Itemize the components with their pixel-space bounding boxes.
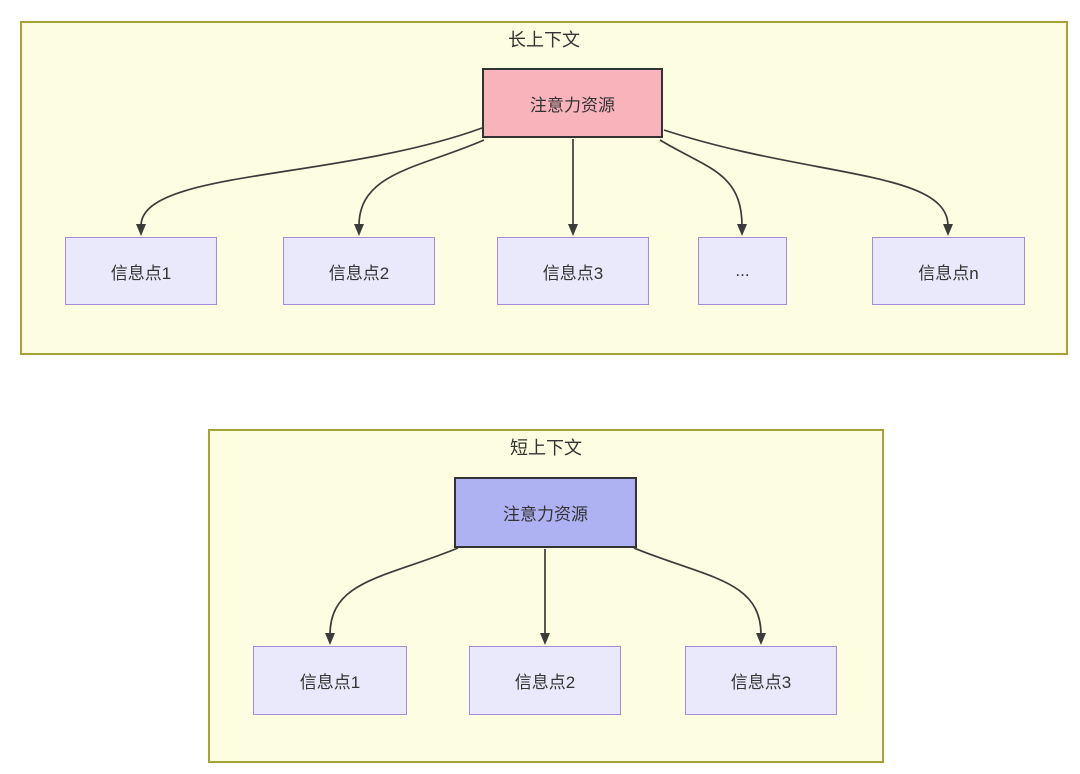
short-info-label-3: 信息点3 <box>730 673 792 692</box>
short-info-label-2: 信息点2 <box>514 673 576 692</box>
short-info-label-1: 信息点1 <box>299 673 361 692</box>
short-info-node-2: 信息点2 <box>469 646 621 715</box>
long-context-root-label: 注意力资源 <box>530 95 615 115</box>
long-info-node-n: 信息点n <box>872 237 1025 305</box>
long-info-node-1: 信息点1 <box>65 237 217 305</box>
long-context-root-node: 注意力资源 <box>482 68 663 138</box>
long-context-title: 长上下文 <box>508 30 580 50</box>
short-info-node-1: 信息点1 <box>253 646 407 715</box>
long-info-node-ellipsis: ... <box>698 237 787 305</box>
short-context-root-node: 注意力资源 <box>454 477 637 548</box>
long-info-label-n: 信息点n <box>918 263 979 283</box>
long-info-label-ellipsis: ... <box>735 261 750 280</box>
long-info-label-2: 信息点2 <box>328 263 390 283</box>
short-info-node-3: 信息点3 <box>685 646 837 715</box>
long-info-label-3: 信息点3 <box>542 263 604 283</box>
long-info-label-1: 信息点1 <box>110 263 172 283</box>
short-context-root-label: 注意力资源 <box>503 505 588 524</box>
long-info-node-3: 信息点3 <box>497 237 649 305</box>
short-context-title: 短上下文 <box>510 438 582 458</box>
long-info-node-2: 信息点2 <box>283 237 435 305</box>
